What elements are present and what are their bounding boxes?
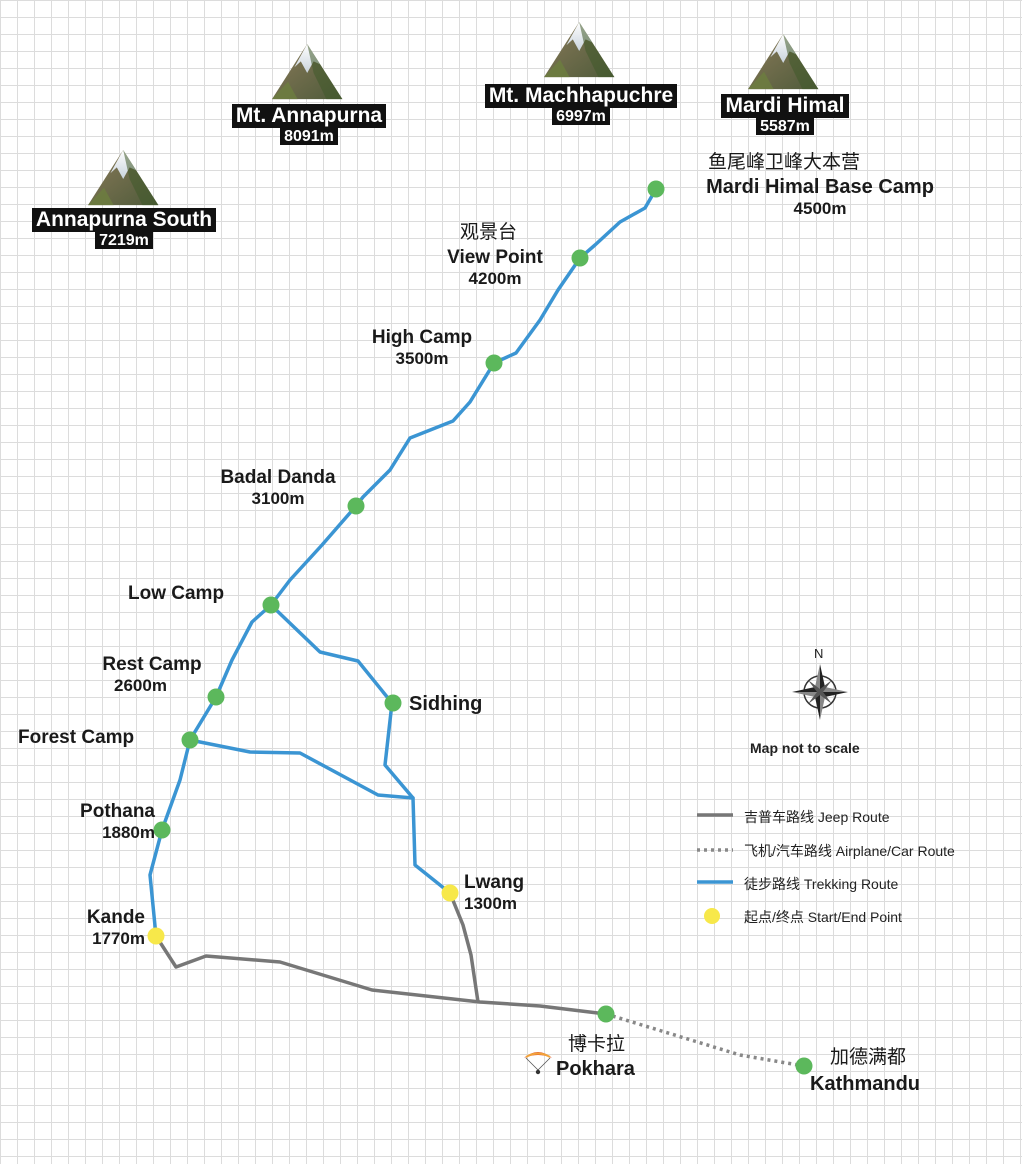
waypoint-forest-camp [181,731,199,749]
label-high-camp-name: High Camp [371,327,473,348]
label-pothana-name: Pothana [80,801,155,822]
jeep-route [154,892,607,1016]
airplane-car-route [605,1012,805,1068]
label-view-point: View Point 4200m [428,247,562,289]
peak-label-annapurna-south: Annapurna South 7219m [18,208,230,250]
compass-north-label: N [814,646,824,661]
label-pothana: Pothana 1880m [55,801,155,843]
label-rest-camp-elev: 2600m [114,676,167,695]
label-badal-danda: Badal Danda 3100m [200,467,356,509]
label-high-camp: High Camp 3500m [352,327,492,369]
label-view-point-name: View Point [447,247,543,268]
label-kande: Kande 1770m [55,907,145,949]
label-forest-camp: Forest Camp [18,727,135,748]
label-kande-name: Kande [86,907,145,928]
label-high-camp-elev: 3500m [395,349,449,368]
label-sidhing: Sidhing [409,693,483,715]
label-lwang-name: Lwang [464,872,525,893]
legend-start-end-swatch [704,908,720,924]
mountain-icon [272,44,343,100]
waypoint-view-point [571,249,589,267]
peak-name: Mt. Annapurna [231,104,387,128]
legend-trekking-route: 徒步路线 Trekking Route [744,876,899,892]
label-badal-danda-elev: 3100m [251,489,305,508]
paraglider-icon [524,1052,552,1075]
label-base-camp-name: Mardi Himal Base Camp [706,176,934,198]
trekking-route [148,187,658,938]
mountain-icon [544,22,615,78]
peak-label-mt-machhapuchre: Mt. Machhapuchre 6997m [468,84,694,126]
waypoint-high-camp [485,354,503,372]
waypoint-rest-camp [207,688,225,706]
peak-elevation: 5587m [756,118,814,135]
label-view-point-cn: 观景台 [460,222,518,243]
mountain-icon [748,34,819,90]
waypoint-low-camp [262,596,280,614]
label-low-camp: Low Camp [128,583,225,604]
peak-name: Annapurna South [31,208,217,232]
end-point-lwang [441,884,459,902]
label-pokhara: Pokhara [556,1058,635,1080]
mountain-icon [88,150,159,206]
legend-airplane-route: 飞机/汽车路线 Airplane/Car Route [744,843,955,859]
label-pokhara-cn: 博卡拉 [568,1034,626,1055]
waypoint-kathmandu [795,1057,813,1075]
label-rest-camp: Rest Camp 2600m [84,654,220,696]
peak-label-mardi-himal: Mardi Himal 5587m [706,94,864,136]
label-badal-danda-name: Badal Danda [220,467,336,488]
label-base-camp-elev: 4500m [793,199,847,218]
label-kathmandu: Kathmandu [810,1073,920,1095]
label-rest-camp-name: Rest Camp [102,654,202,675]
waypoint-sidhing [384,694,402,712]
compass-rose-icon [792,664,848,720]
label-lwang-elev: 1300m [464,894,517,913]
label-base-camp: Mardi Himal Base Camp 4500m [677,177,963,219]
legend-start-end-point: 起点/终点 Start/End Point [744,909,902,925]
legend-jeep-route: 吉普车路线 Jeep Route [744,809,890,825]
legend-swatches [697,813,733,924]
label-pothana-elev: 1880m [102,823,155,842]
start-point-kande [147,927,165,945]
peak-name: Mt. Machhapuchre [484,84,678,108]
waypoint-badal-danda [347,497,365,515]
peak-elevation: 8091m [280,128,338,145]
waypoint-base-camp [647,180,665,198]
peak-label-mt-annapurna: Mt. Annapurna 8091m [218,104,400,146]
label-lwang: Lwang 1300m [464,872,524,914]
label-view-point-elev: 4200m [468,269,522,288]
waypoint-pokhara [597,1005,615,1023]
scale-note: Map not to scale [750,740,860,756]
label-kande-elev: 1770m [92,929,145,948]
peak-name: Mardi Himal [721,94,849,118]
label-base-camp-cn: 鱼尾峰卫峰大本营 [708,152,861,173]
waypoint-pothana [153,821,171,839]
label-kathmandu-cn: 加德满都 [830,1047,907,1068]
peak-elevation: 7219m [95,232,153,249]
peak-elevation: 6997m [552,108,610,125]
